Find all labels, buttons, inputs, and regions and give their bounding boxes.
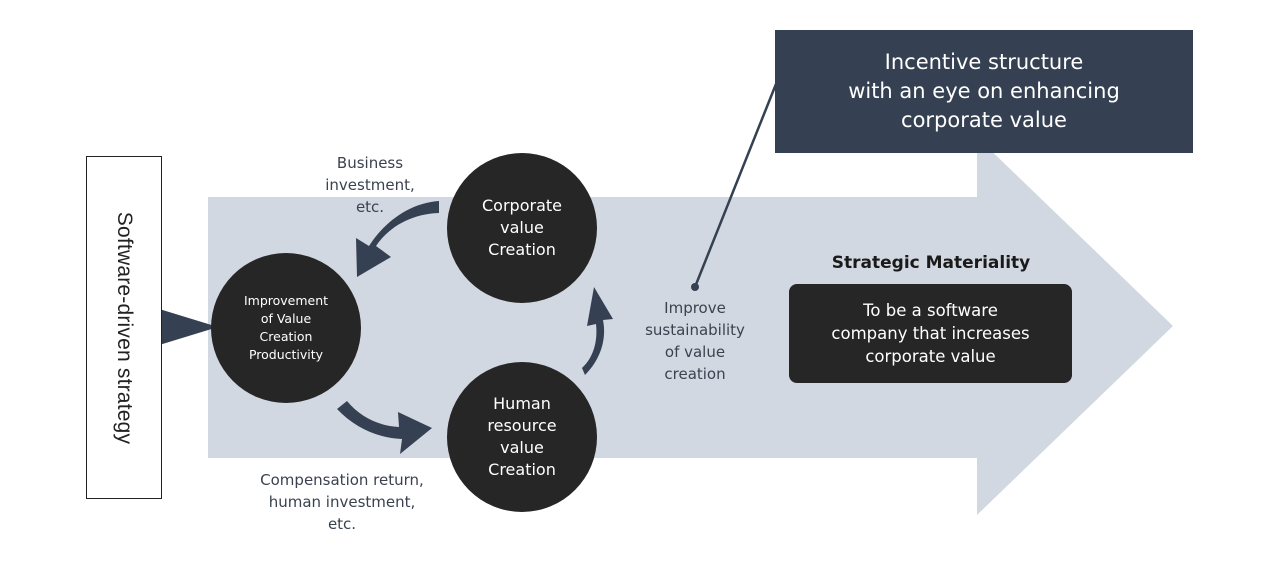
incentive-callout: Incentive structure with an eye on enhan… <box>775 30 1193 153</box>
strategy-label: Software-driven strategy <box>113 211 136 444</box>
circle-corporate-value: Corporate value Creation <box>447 153 597 303</box>
curved-arrow-business-icon <box>356 201 439 277</box>
label-compensation-return: Compensation return, human investment, e… <box>260 471 424 533</box>
curved-arrow-sustainability-icon <box>582 287 613 375</box>
callout-connector-dot <box>691 283 699 291</box>
curved-arrow-compensation-icon <box>337 401 432 454</box>
circle-improvement: Improvement of Value Creation Productivi… <box>211 253 361 403</box>
input-arrow-icon <box>156 308 218 346</box>
callout-connector-line <box>693 83 778 288</box>
label-improve-sustainability: Improve sustainability of value creation <box>645 299 745 383</box>
strategic-materiality-box: To be a software company that increases … <box>789 284 1072 383</box>
strategy-box: Software-driven strategy <box>86 156 162 499</box>
circle-human-resource-value: Human resource value Creation <box>447 362 597 512</box>
strategic-materiality-title: Strategic Materiality <box>831 253 1031 273</box>
label-business-investment: Business investment, etc. <box>325 154 415 216</box>
